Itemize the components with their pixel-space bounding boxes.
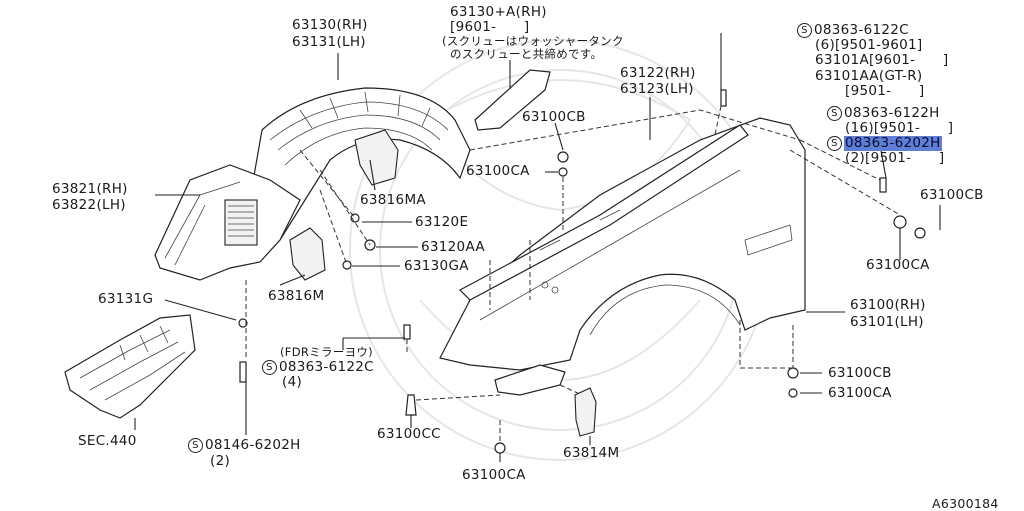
label-63100cb-right: 63100CB xyxy=(920,187,984,203)
mirror-bracket-part xyxy=(494,364,566,396)
front-fender-part xyxy=(439,117,806,371)
label-63100ca-bottom: 63100CA xyxy=(828,385,892,401)
label-63816m: 63816M xyxy=(268,288,325,304)
label-63130a-note-1: (スクリューはウォッシャータンク xyxy=(442,34,624,48)
pad-63814m-part xyxy=(574,387,597,437)
label-63100cc: 63100CC xyxy=(377,426,441,442)
part-number-text: 08363-6122C xyxy=(279,359,374,375)
label-63100cb-top: 63100CB xyxy=(522,109,586,125)
label-fdr-mirror: (FDRミラーヨウ) xyxy=(280,345,373,359)
part-number-text: 08146-6202H xyxy=(205,437,301,453)
label-63120aa: 63120AA xyxy=(421,239,485,255)
label-08363-6122c-top-qty: (6)[9501-9601] xyxy=(815,37,923,53)
fender-liner-part xyxy=(247,87,471,257)
screw-s-mark-icon: S xyxy=(262,360,277,375)
part-number-text: 08363-6122H xyxy=(844,105,940,121)
label-63131g: 63131G xyxy=(98,291,154,307)
label-63100cb-bottom: 63100CB xyxy=(828,365,892,381)
screw-s-mark-icon: S xyxy=(188,438,203,453)
label-63130ga: 63130GA xyxy=(404,258,469,274)
label-63814m: 63814M xyxy=(563,445,620,461)
fasteners xyxy=(238,89,926,454)
screw-s-mark-icon: S xyxy=(827,106,842,121)
label-08363-6122c-mid-qty: (4) xyxy=(282,374,303,390)
label-63100ca-top: 63100CA xyxy=(466,163,530,179)
label-63100ca-right: 63100CA xyxy=(866,257,930,273)
label-63122-rh: 63122(RH) xyxy=(620,65,696,81)
pad-63816m-part xyxy=(289,227,326,281)
label-63822-lh: 63822(LH) xyxy=(52,197,126,213)
diagram-ref-code: A6300184 xyxy=(932,496,999,511)
assembly-dashed-lines xyxy=(245,105,901,443)
label-63130-rh: 63130(RH) xyxy=(292,17,368,33)
part-number-text: 08363-6122C xyxy=(814,22,909,38)
label-08146-6202h-qty: (2) xyxy=(210,453,231,469)
pad-63816ma-part xyxy=(354,129,399,186)
label-63101-lh: 63101(LH) xyxy=(850,314,924,330)
label-63131-lh: 63131(LH) xyxy=(292,34,366,50)
part-number-text: 08363-6202H xyxy=(844,135,942,151)
label-63100-rh: 63100(RH) xyxy=(850,297,926,313)
label-63120e: 63120E xyxy=(415,214,469,230)
label-63816ma: 63816MA xyxy=(360,192,426,208)
label-63130a-note-2: のスクリューと共締めです。 xyxy=(450,47,603,61)
lower-liner-part xyxy=(154,164,301,281)
splash-shield-part xyxy=(64,314,196,419)
label-63101a: 63101A[9601- ] xyxy=(815,52,949,68)
label-63821-rh: 63821(RH) xyxy=(52,181,128,197)
screw-s-mark-icon: S xyxy=(797,23,812,38)
label-63130a-date: [9601- ] xyxy=(450,19,530,35)
label-63100ca-low: 63100CA xyxy=(462,467,526,483)
label-08363-6122h-qty: (16)[9501- ] xyxy=(845,120,954,136)
bracket-part xyxy=(474,69,551,131)
label-63130a-rh: 63130+A(RH) xyxy=(450,4,547,20)
label-63123-lh: 63123(LH) xyxy=(620,81,694,97)
label-63101aa: 63101AA(GT-R) xyxy=(815,68,923,84)
leader-lines xyxy=(134,33,941,462)
fender-rail-part xyxy=(459,124,749,301)
screw-s-mark-icon: S xyxy=(827,136,842,151)
label-08363-6202h-qty: (2)[9501- ] xyxy=(845,150,945,166)
label-63101aa-date: [9501- ] xyxy=(845,83,925,99)
label-sec440: SEC.440 xyxy=(78,433,137,449)
